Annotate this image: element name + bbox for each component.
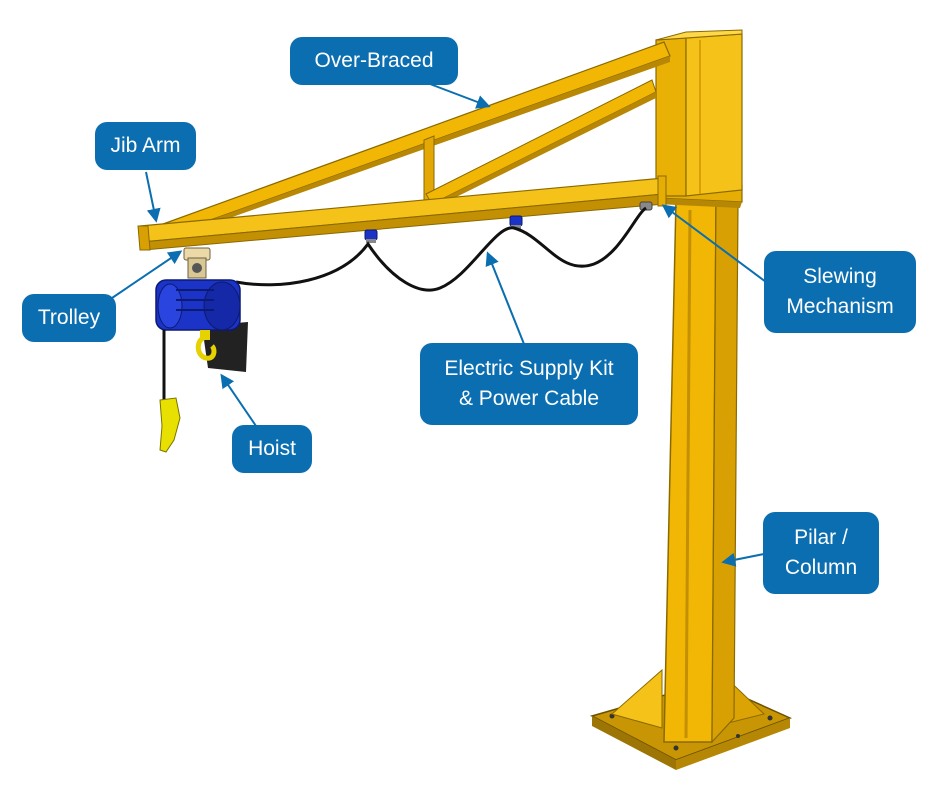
label-slewing-mechanism: Slewing Mechanism — [764, 251, 916, 333]
hoist-unit — [155, 279, 248, 372]
jib-arm-beam — [137, 177, 665, 251]
top-mast — [655, 29, 743, 197]
pendant-control — [159, 330, 181, 453]
label-electric-supply: Electric Supply Kit & Power Cable — [420, 343, 638, 425]
label-pillar-column: Pilar / Column — [763, 512, 879, 594]
cable-trolley-2 — [509, 215, 523, 229]
cable-trolley-1 — [364, 229, 378, 243]
label-over-braced: Over-Braced — [290, 37, 458, 85]
arrow-hoist — [220, 373, 257, 427]
trolley-unit — [183, 247, 211, 279]
arrow-jib-arm — [145, 171, 161, 223]
jib-end-plate — [657, 175, 667, 207]
label-trolley: Trolley — [22, 294, 116, 342]
pillar-column — [663, 199, 739, 744]
arrow-pillar — [721, 552, 765, 567]
arrow-over-braced — [429, 83, 491, 109]
label-jib-arm: Jib Arm — [95, 122, 196, 170]
arrow-electric-supply — [485, 251, 525, 345]
arrow-trolley — [111, 250, 183, 299]
label-hoist: Hoist — [232, 425, 312, 473]
arrow-slewing — [661, 204, 767, 283]
cable-trolley-3 — [639, 201, 653, 211]
power-cable — [235, 206, 647, 292]
